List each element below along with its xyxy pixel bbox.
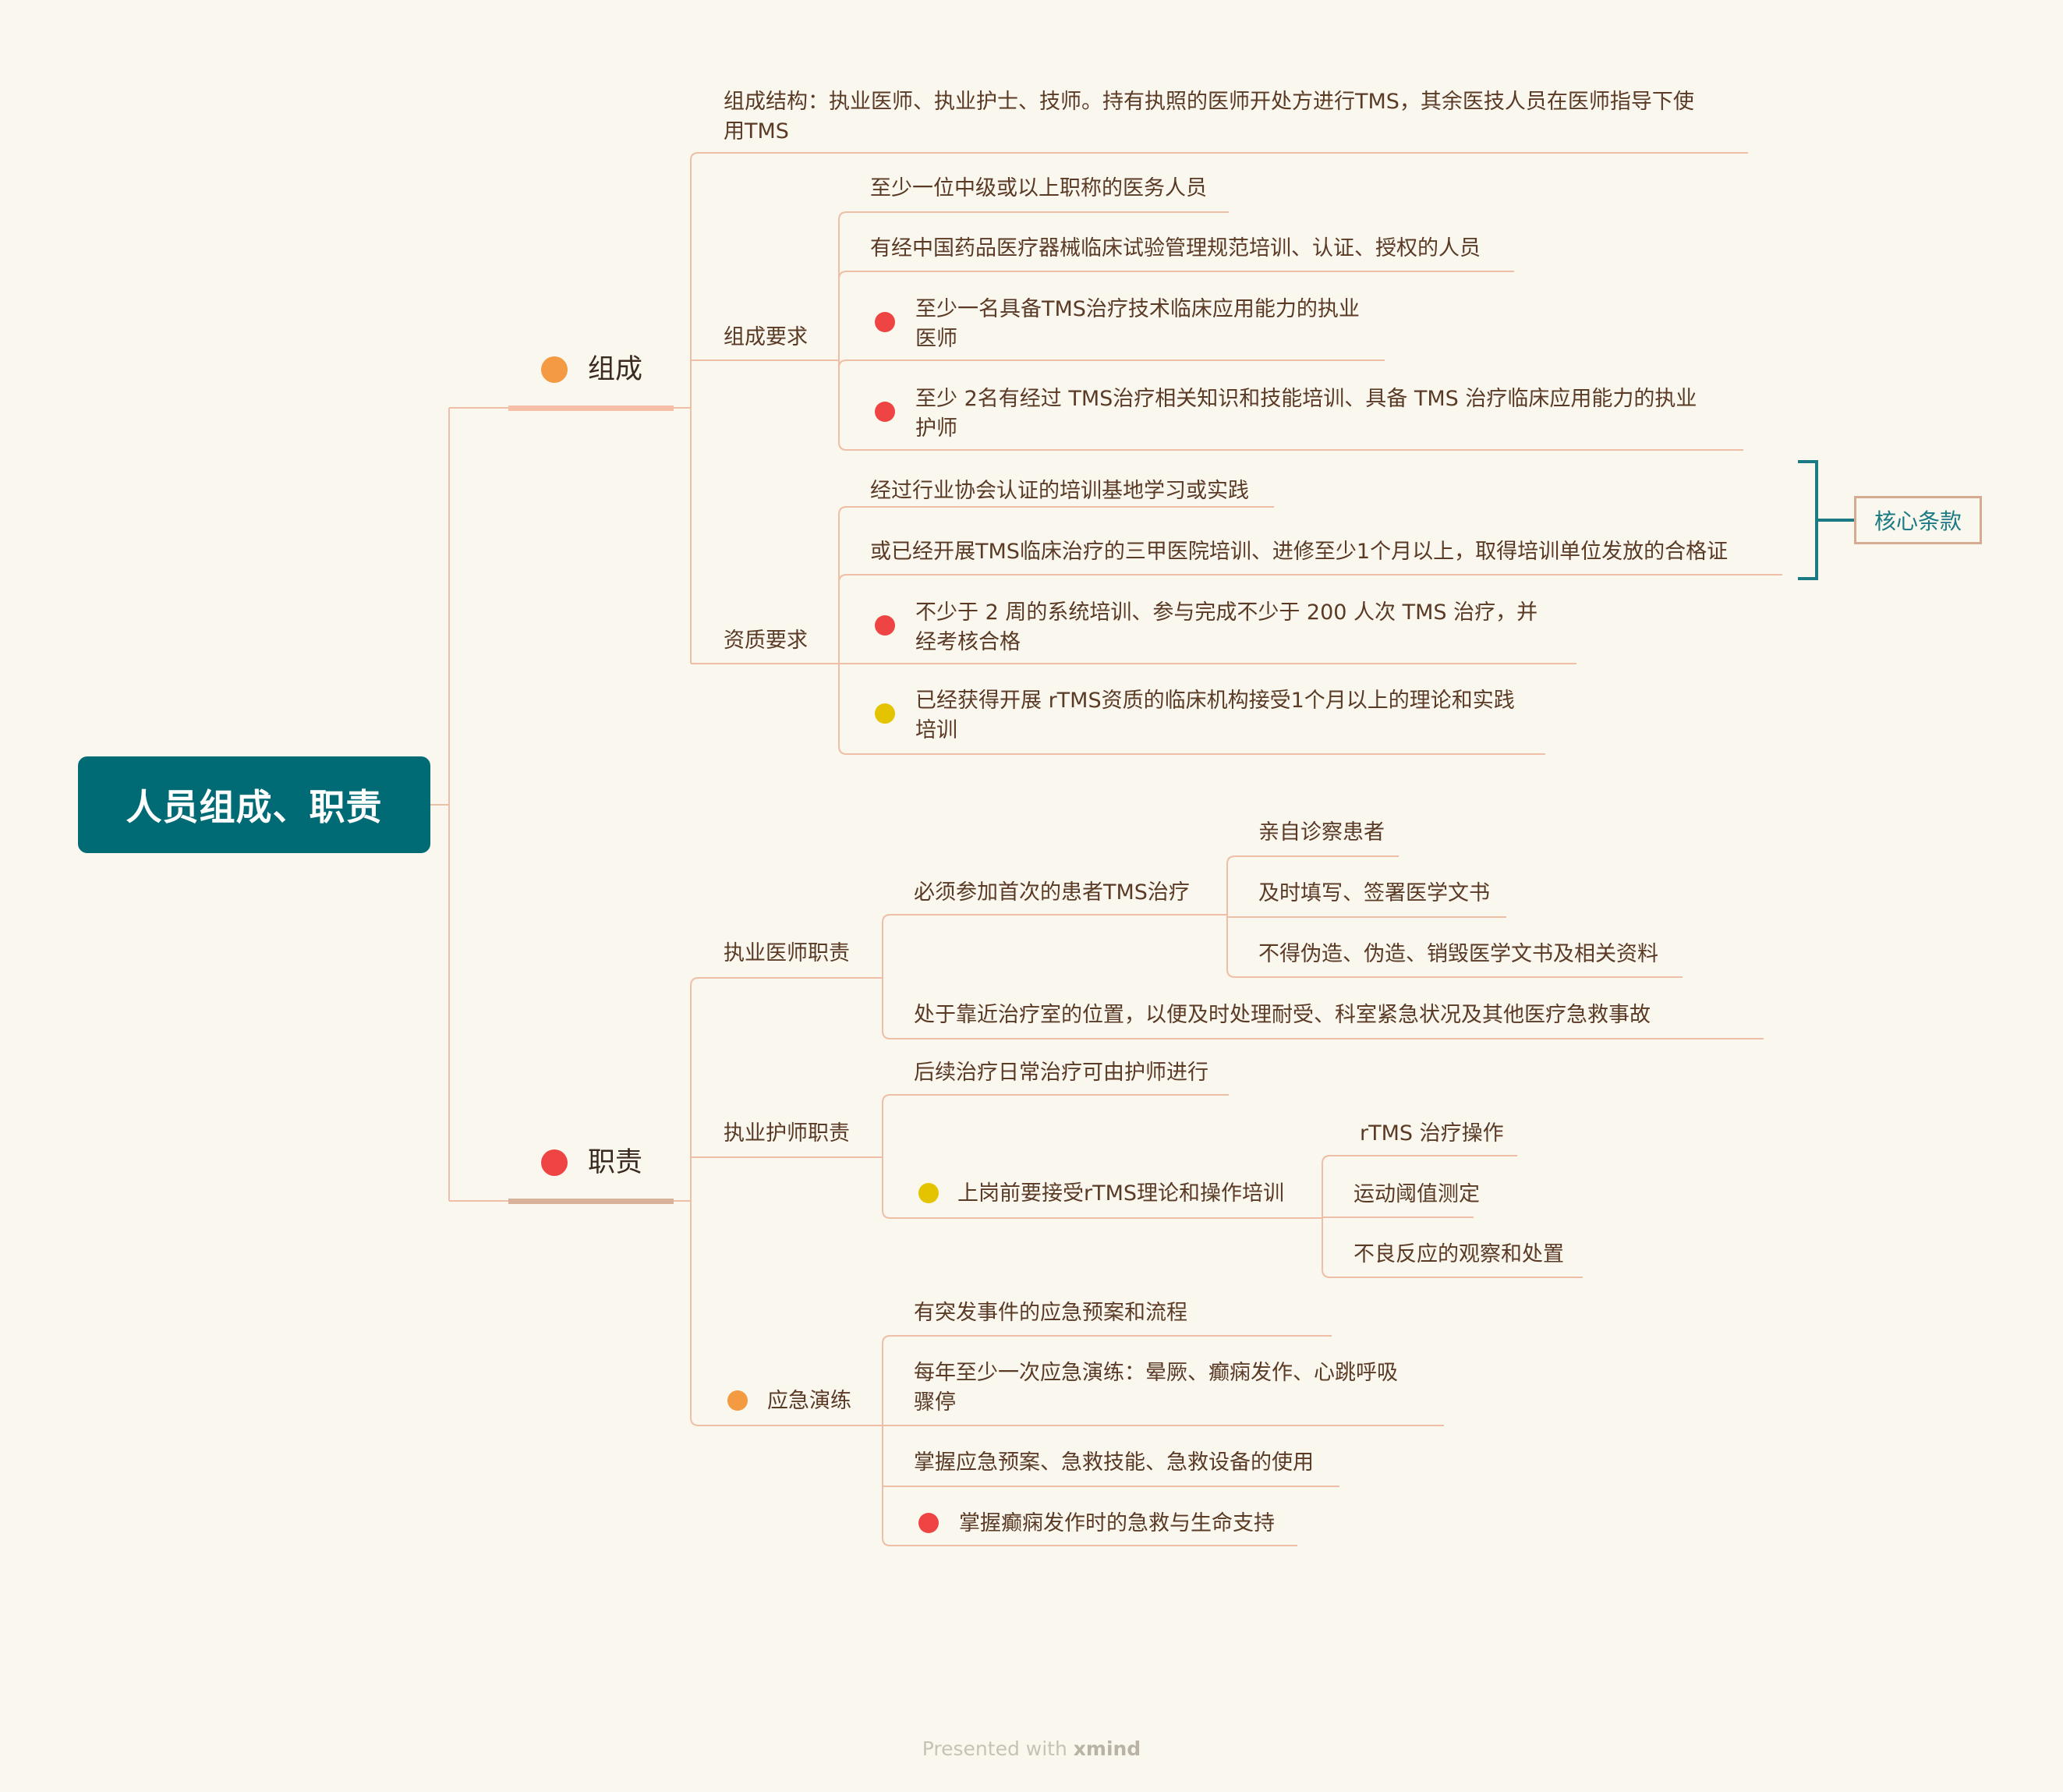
emergency-item[interactable]: 掌握应急预案、急救技能、急救设备的使用 xyxy=(914,1450,1314,1475)
requirement-item-cont[interactable]: 护师 xyxy=(915,416,957,441)
physician-location[interactable]: 处于靠近治疗室的位置，以便及时处理耐受、科室紧急状况及其他医疗急救事故 xyxy=(914,1003,1651,1027)
callout-core-clause[interactable]: 核心条款 xyxy=(1854,496,1982,544)
topic-emergency-drill[interactable]: 应急演练 xyxy=(767,1389,851,1413)
red-marker-icon xyxy=(918,1513,939,1533)
requirement-item[interactable]: 至少一名具备TMS治疗技术临床应用能力的执业 xyxy=(915,297,1360,321)
composition-structure-line2[interactable]: 用TMS xyxy=(724,119,789,143)
red-marker-icon xyxy=(541,1149,568,1176)
topic-nurse-duties[interactable]: 执业护师职责 xyxy=(724,1121,850,1146)
topic-qualifications[interactable]: 资质要求 xyxy=(724,629,808,653)
footer-watermark: Presented with xmind xyxy=(0,1737,2063,1760)
branch-composition[interactable]: 组成 xyxy=(588,354,643,385)
red-marker-icon xyxy=(875,312,895,332)
yellow-marker-icon xyxy=(918,1183,939,1203)
training-item[interactable]: 运动阈值测定 xyxy=(1354,1182,1480,1206)
branch-duties[interactable]: 职责 xyxy=(588,1147,643,1178)
emergency-item-cont[interactable]: 骤停 xyxy=(914,1390,956,1415)
footer-prefix: Presented with xyxy=(922,1737,1074,1760)
topic-composition-requirements[interactable]: 组成要求 xyxy=(724,325,808,349)
first-treatment-item[interactable]: 亲自诊察患者 xyxy=(1258,820,1385,845)
orange-marker-icon xyxy=(541,356,568,383)
emergency-item[interactable]: 掌握癫痫发作时的急救与生命支持 xyxy=(959,1511,1275,1535)
red-marker-icon xyxy=(875,615,895,636)
emergency-item[interactable]: 有突发事件的应急预案和流程 xyxy=(914,1301,1187,1325)
requirement-item[interactable]: 至少 2名有经过 TMS治疗相关知识和技能培训、具备 TMS 治疗临床应用能力的… xyxy=(915,387,1697,411)
central-topic[interactable]: 人员组成、职责 xyxy=(78,756,430,853)
qualification-item-cont[interactable]: 经考核合格 xyxy=(915,630,1021,654)
training-item[interactable]: 不良反应的观察和处置 xyxy=(1354,1242,1564,1266)
yellow-marker-icon xyxy=(875,703,895,724)
central-topic-label: 人员组成、职责 xyxy=(126,786,383,828)
training-item[interactable]: rTMS 治疗操作 xyxy=(1360,1121,1504,1146)
qualification-item[interactable]: 不少于 2 周的系统培训、参与完成不少于 200 人次 TMS 治疗，并 xyxy=(915,600,1538,625)
requirement-item[interactable]: 至少一位中级或以上职称的医务人员 xyxy=(870,176,1207,200)
requirement-item-cont[interactable]: 医师 xyxy=(915,327,957,351)
topic-nurse-training[interactable]: 上岗前要接受rTMS理论和操作培训 xyxy=(957,1181,1285,1206)
qualification-item-cont[interactable]: 培训 xyxy=(915,718,957,742)
topic-first-treatment[interactable]: 必须参加首次的患者TMS治疗 xyxy=(914,880,1190,905)
footer-brand: xmind xyxy=(1073,1737,1141,1760)
first-treatment-item[interactable]: 不得伪造、伪造、销毁医学文书及相关资料 xyxy=(1258,942,1658,966)
composition-structure-line1[interactable]: 组成结构：执业医师、执业护士、技师。持有执照的医师开处方进行TMS，其余医技人员… xyxy=(724,90,1694,114)
qualification-item[interactable]: 或已经开展TMS临床治疗的三甲医院培训、进修至少1个月以上，取得培训单位发放的合… xyxy=(870,540,1729,564)
requirement-item[interactable]: 有经中国药品医疗器械临床试验管理规范培训、认证、授权的人员 xyxy=(870,236,1481,260)
qualification-item[interactable]: 经过行业协会认证的培训基地学习或实践 xyxy=(870,479,1249,503)
emergency-item[interactable]: 每年至少一次应急演练：晕厥、癫痫发作、心跳呼吸 xyxy=(914,1361,1398,1385)
red-marker-icon xyxy=(875,402,895,422)
orange-marker-icon xyxy=(727,1390,748,1411)
first-treatment-item[interactable]: 及时填写、签署医学文书 xyxy=(1258,881,1490,905)
topic-physician-duties[interactable]: 执业医师职责 xyxy=(724,941,850,965)
nurse-followup[interactable]: 后续治疗日常治疗可由护师进行 xyxy=(914,1061,1208,1085)
qualification-item[interactable]: 已经获得开展 rTMS资质的临床机构接受1个月以上的理论和实践 xyxy=(915,689,1515,713)
